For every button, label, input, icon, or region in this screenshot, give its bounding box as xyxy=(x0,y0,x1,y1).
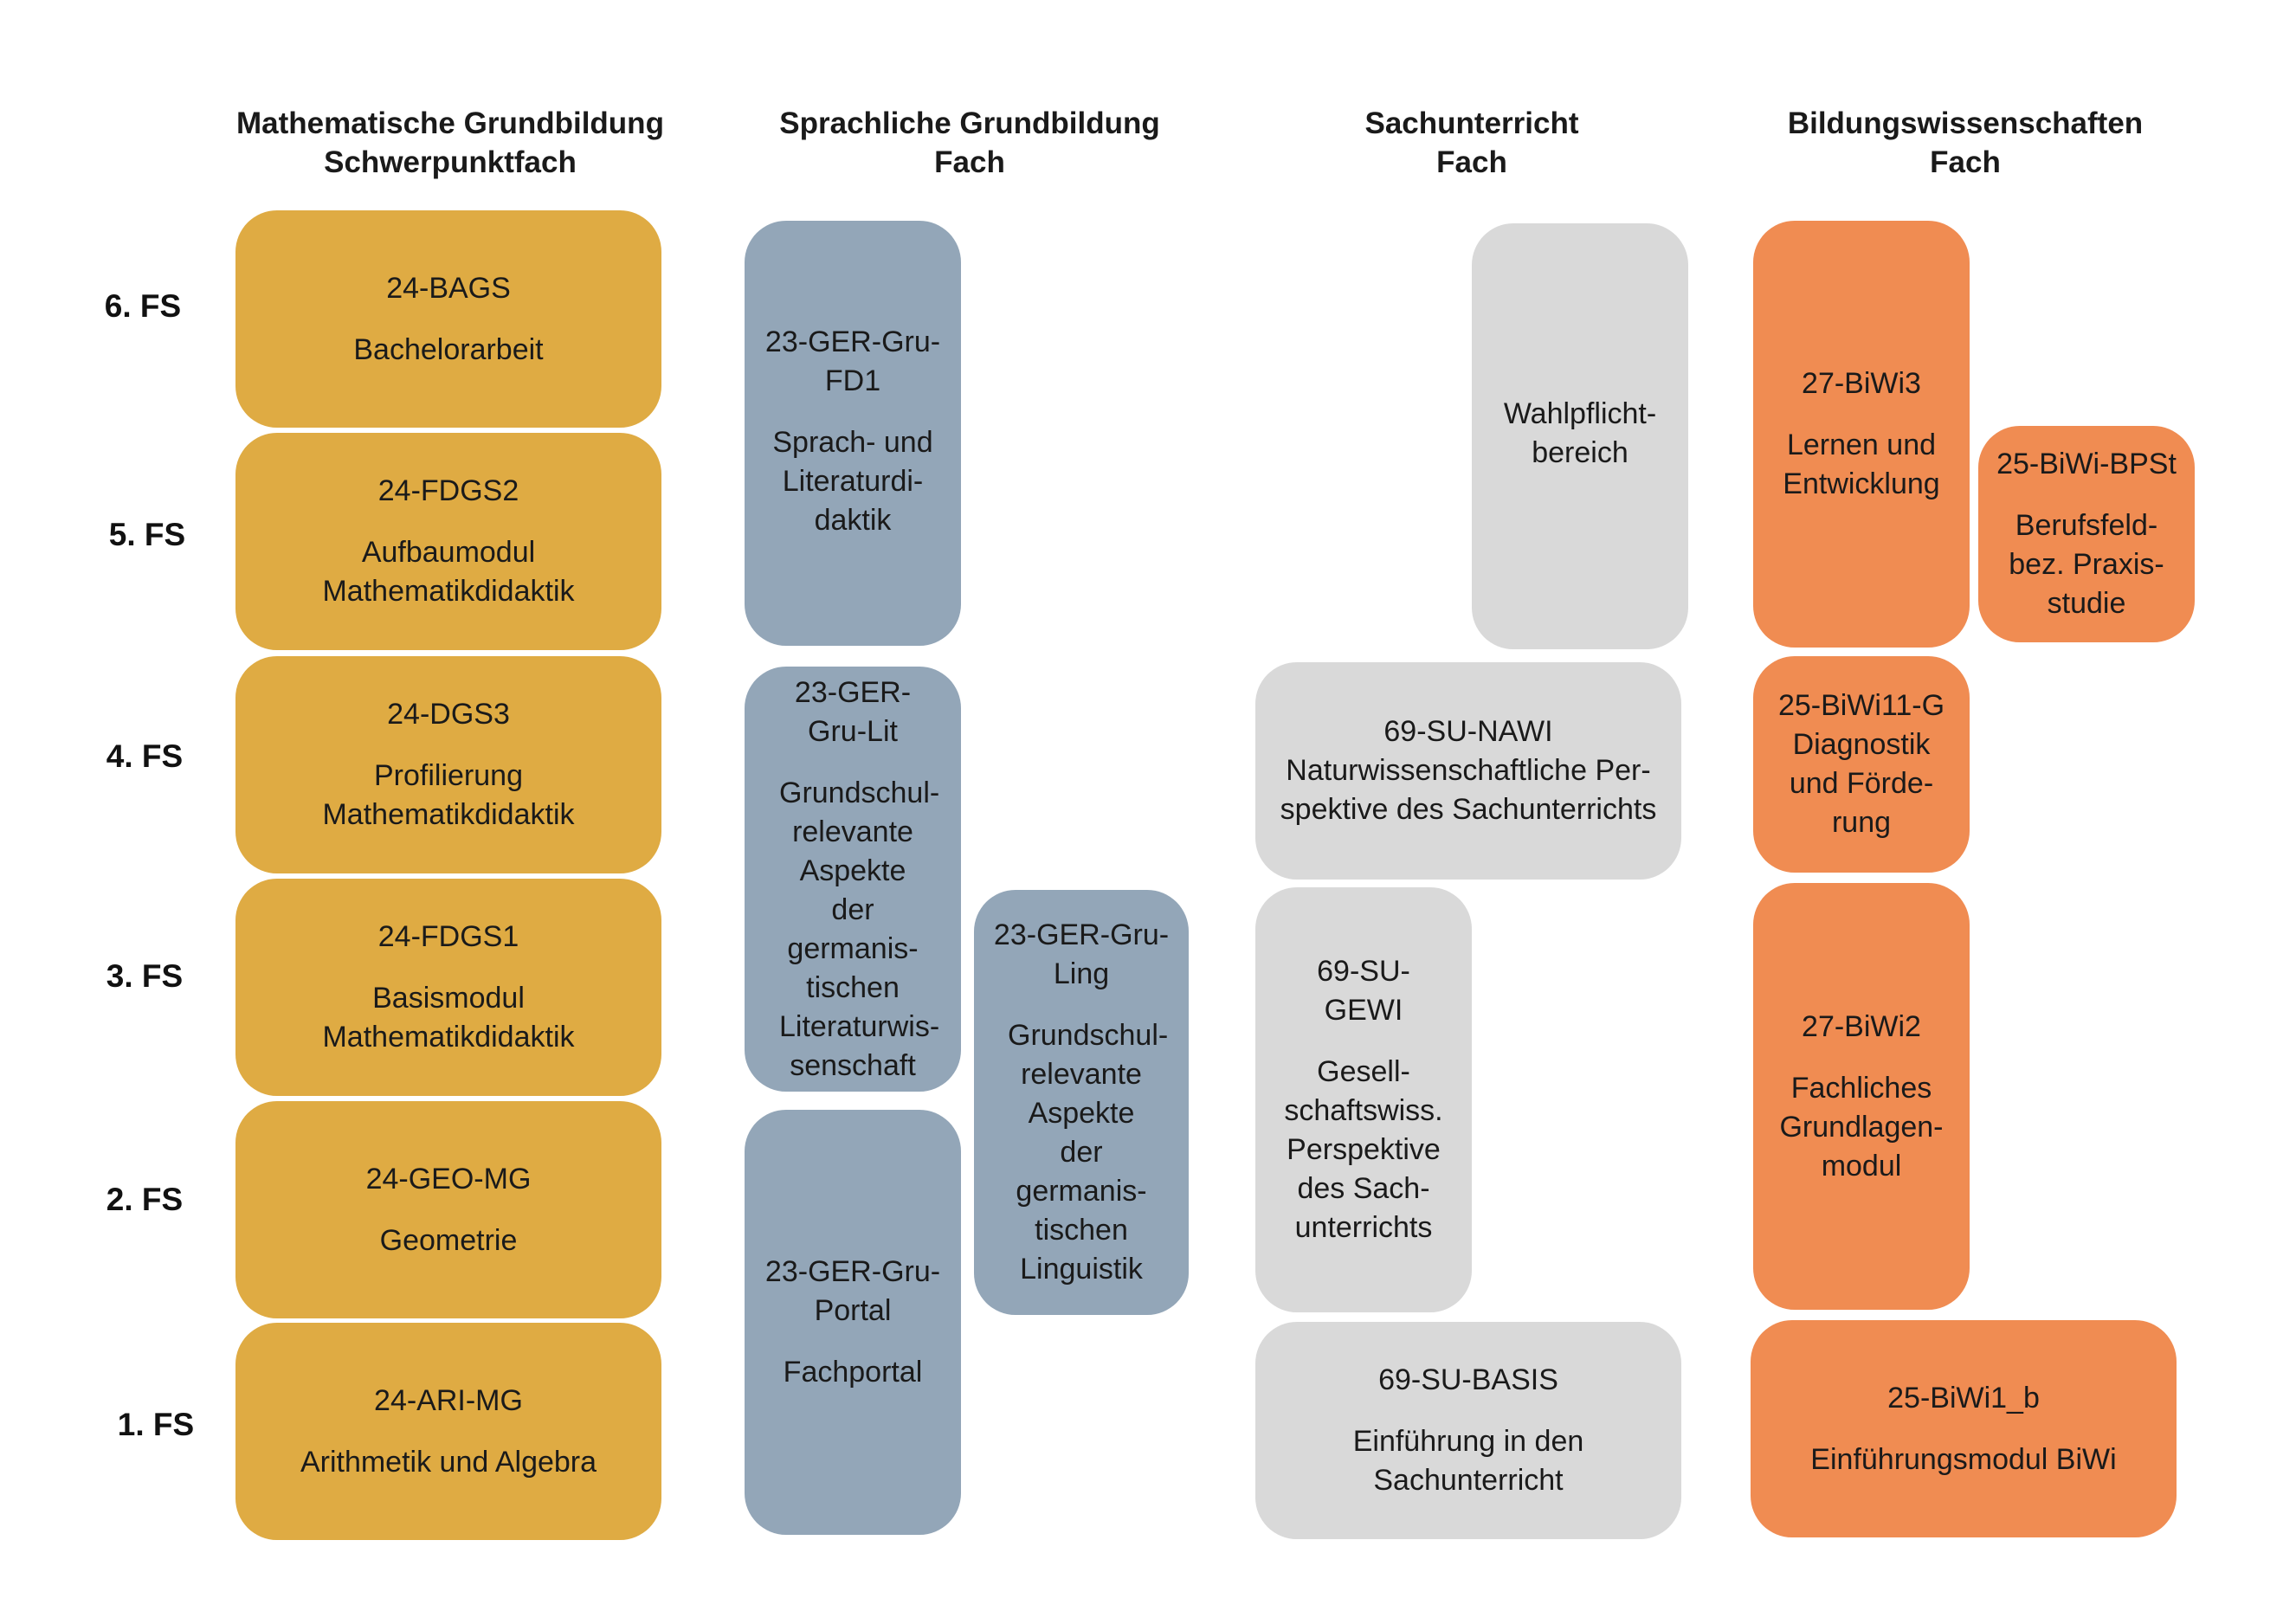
module-description: Fachportal xyxy=(783,1356,923,1389)
module-24-dgs3[interactable]: 24-DGS3 Profilierung Mathematikdidaktik xyxy=(235,656,661,873)
module-code: 24-FDGS1 xyxy=(377,920,519,953)
module-code: 27-BiWi3 xyxy=(1802,367,1921,400)
module-description: Grundschul-relevante Aspekte der germani… xyxy=(1008,1019,1169,1286)
module-description: Gesell-schaftswiss. Perspektive des Sach… xyxy=(1284,1055,1443,1244)
module-23-ger-gru-fd1[interactable]: 23-GER-Gru-FD1 Sprach- und Literaturdi-d… xyxy=(745,221,961,646)
module-27-biwi3[interactable]: 27-BiWi3 Lernen und Entwicklung xyxy=(1753,221,1970,648)
module-23-ger-gru-portal[interactable]: 23-GER-Gru-Portal Fachportal xyxy=(745,1110,961,1535)
module-code: 24-FDGS2 xyxy=(377,474,519,507)
module-25-biwi1-b[interactable]: 25-BiWi1_b Einführungsmodul BiWi xyxy=(1751,1320,2177,1537)
module-code: 69-SU-NAWI xyxy=(1383,715,1553,748)
module-description: Einführungsmodul BiWi xyxy=(1810,1442,2117,1476)
column-header-mathematik: Mathematische Grundbildung Schwerpunktfa… xyxy=(221,104,680,182)
module-25-biwi11-g[interactable]: 25-BiWi11-G Diagnostik und Förde-rung xyxy=(1753,656,1970,873)
module-69-su-gewi[interactable]: 69-SU-GEWI Gesell-schaftswiss. Perspekti… xyxy=(1255,887,1472,1312)
module-code: 27-BiWi2 xyxy=(1802,1009,1921,1043)
module-24-bags[interactable]: 24-BAGS Bachelorarbeit xyxy=(235,210,661,428)
module-description: Diagnostik und Förde-rung xyxy=(1789,728,1934,839)
column-header-line1: Mathematische Grundbildung xyxy=(236,106,664,140)
module-code: 24-ARI-MG xyxy=(374,1383,523,1417)
column-header-line1: Sachunterricht xyxy=(1364,106,1579,140)
module-69-su-nawi[interactable]: 69-SU-NAWI Naturwissenschaftliche Per-sp… xyxy=(1255,662,1681,880)
column-header-line1: Bildungswissenschaften xyxy=(1787,106,2144,140)
module-description: Basismodul Mathematikdidaktik xyxy=(322,982,575,1054)
module-description: Berufsfeld-bez. Praxis-studie xyxy=(2009,509,2164,620)
module-code: 69-SU-GEWI xyxy=(1317,955,1410,1027)
module-code: 24-GEO-MG xyxy=(365,1162,532,1195)
column-header-line2: Fach xyxy=(1930,145,2001,179)
column-header-line2: Fach xyxy=(934,145,1005,179)
module-description: Lernen und Entwicklung xyxy=(1783,429,1940,500)
module-23-ger-gru-lit[interactable]: 23-GER-Gru-Lit Grundschul-relevante Aspe… xyxy=(745,667,961,1092)
module-code: 23-GER-Gru-FD1 xyxy=(764,325,941,397)
semester-label-6: 6. FS xyxy=(104,288,182,324)
semester-label-5: 5. FS xyxy=(108,517,186,552)
module-code: 23-GER-Gru-Lit xyxy=(794,675,912,748)
module-description: Grundschul-relevante Aspekte der germani… xyxy=(779,776,940,1082)
module-wahlpflichtbereich[interactable]: Wahlpflicht-bereich xyxy=(1472,223,1688,649)
module-code: 23-GER-Gru-Portal xyxy=(764,1255,941,1327)
module-24-fdgs1[interactable]: 24-FDGS1 Basismodul Mathematikdidaktik xyxy=(235,879,661,1096)
module-24-fdgs2[interactable]: 24-FDGS2 Aufbaumodul Mathematikdidaktik xyxy=(235,433,661,650)
module-description: Aufbaumodul Mathematikdidaktik xyxy=(322,536,575,608)
semester-label-4: 4. FS xyxy=(106,738,184,774)
column-header-sprache: Sprachliche Grundbildung Fach xyxy=(745,104,1195,182)
module-description: Sprach- und Literaturdi-daktik xyxy=(772,426,933,537)
module-25-biwi-bpst[interactable]: 25-BiWi-BPSt Berufsfeld-bez. Praxis-stud… xyxy=(1978,426,2195,642)
module-code: 25-BiWi1_b xyxy=(1887,1381,2040,1415)
module-description: Einführung in den Sachunterricht xyxy=(1352,1425,1584,1497)
semester-label-2: 2. FS xyxy=(106,1182,184,1217)
module-description: Bachelorarbeit xyxy=(353,332,544,366)
column-header-line2: Schwerpunktfach xyxy=(324,145,577,179)
column-header-line1: Sprachliche Grundbildung xyxy=(779,106,1160,140)
semester-label-1: 1. FS xyxy=(117,1407,195,1442)
module-description: Profilierung Mathematikdidaktik xyxy=(322,759,575,831)
module-23-ger-gru-ling[interactable]: 23-GER-Gru-Ling Grundschul-relevante Asp… xyxy=(974,890,1189,1315)
module-24-geo-mg[interactable]: 24-GEO-MG Geometrie xyxy=(235,1101,661,1318)
column-header-sachunterricht: Sachunterricht Fach xyxy=(1299,104,1645,182)
module-code: 25-BiWi-BPSt xyxy=(1996,448,2177,480)
module-description: Arithmetik und Algebra xyxy=(300,1445,597,1479)
module-description: Naturwissenschaftliche Per-spektive des … xyxy=(1280,754,1657,826)
column-header-bildungswissenschaften: Bildungswissenschaften Fach xyxy=(1732,104,2199,182)
module-27-biwi2[interactable]: 27-BiWi2 Fachliches Grundlagen-modul xyxy=(1753,883,1970,1310)
module-code: 25-BiWi11-G xyxy=(1777,689,1945,722)
module-code: 23-GER-Gru-Ling xyxy=(993,918,1170,990)
module-code: 69-SU-BASIS xyxy=(1378,1363,1558,1396)
module-24-ari-mg[interactable]: 24-ARI-MG Arithmetik und Algebra xyxy=(235,1323,661,1540)
module-69-su-basis[interactable]: 69-SU-BASIS Einführung in den Sachunterr… xyxy=(1255,1322,1681,1539)
module-description: Fachliches Grundlagen-modul xyxy=(1779,1071,1944,1183)
module-description: Wahlpflicht-bereich xyxy=(1503,397,1657,469)
module-code: 24-BAGS xyxy=(386,271,511,305)
column-header-line2: Fach xyxy=(1436,145,1507,179)
semester-label-3: 3. FS xyxy=(106,958,184,994)
module-description: Geometrie xyxy=(379,1223,518,1257)
module-code: 24-DGS3 xyxy=(387,698,510,731)
